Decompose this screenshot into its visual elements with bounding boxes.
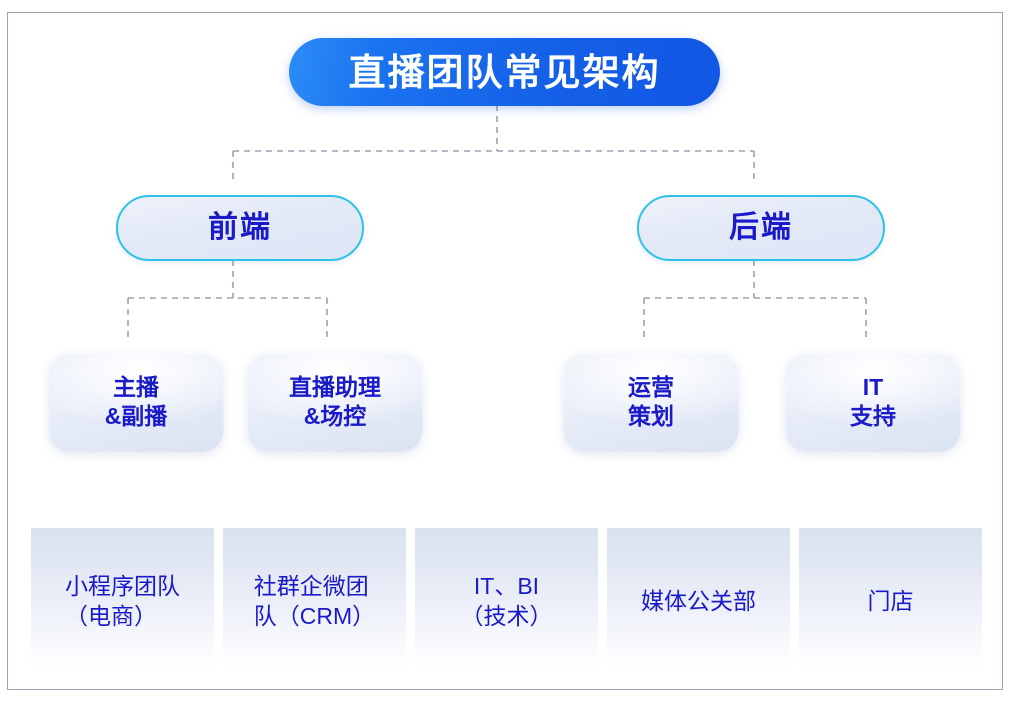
node-live-assistant-label: 直播助理 &场控 (289, 373, 381, 429)
support-box-stores[interactable]: 门店 (799, 528, 982, 674)
support-box-it-bi[interactable]: IT、BI （技术） (415, 528, 598, 674)
root-node-label: 直播团队常见架构 (348, 51, 661, 93)
support-box-miniprogram[interactable]: 小程序团队 （电商） (31, 528, 214, 674)
node-back-end-label: 后端 (729, 211, 793, 244)
node-front-end-label: 前端 (208, 211, 272, 244)
node-anchor-label: 主播 &副播 (104, 373, 168, 429)
support-box-miniprogram-label: 小程序团队 （电商） (65, 572, 180, 629)
support-box-media-pr[interactable]: 媒体公关部 (607, 528, 790, 674)
support-box-it-bi-label: IT、BI （技术） (460, 572, 553, 629)
node-it-support[interactable]: IT 支持 (785, 352, 961, 452)
root-node-title[interactable]: 直播团队常见架构 (289, 38, 720, 106)
support-teams-row: 小程序团队 （电商） 社群企微团 队（CRM） IT、BI （技术） 媒体公关部… (31, 528, 982, 674)
node-anchor[interactable]: 主播 &副播 (48, 352, 224, 452)
node-operations-planning[interactable]: 运营 策划 (563, 352, 739, 452)
node-live-assistant[interactable]: 直播助理 &场控 (247, 352, 423, 452)
support-box-media-pr-label: 媒体公关部 (641, 587, 756, 614)
support-box-community-crm-label: 社群企微团 队（CRM） (253, 572, 376, 629)
support-box-stores-label: 门店 (867, 587, 914, 614)
node-it-support-label: IT 支持 (850, 373, 896, 429)
node-back-end[interactable]: 后端 (637, 195, 885, 261)
node-operations-planning-label: 运营 策划 (628, 373, 674, 429)
support-box-community-crm[interactable]: 社群企微团 队（CRM） (223, 528, 406, 674)
diagram-frame: 直播团队常见架构 前端 后端 主播 &副播 直播助理 &场控 运营 策划 IT … (7, 12, 1003, 690)
node-front-end[interactable]: 前端 (116, 195, 364, 261)
